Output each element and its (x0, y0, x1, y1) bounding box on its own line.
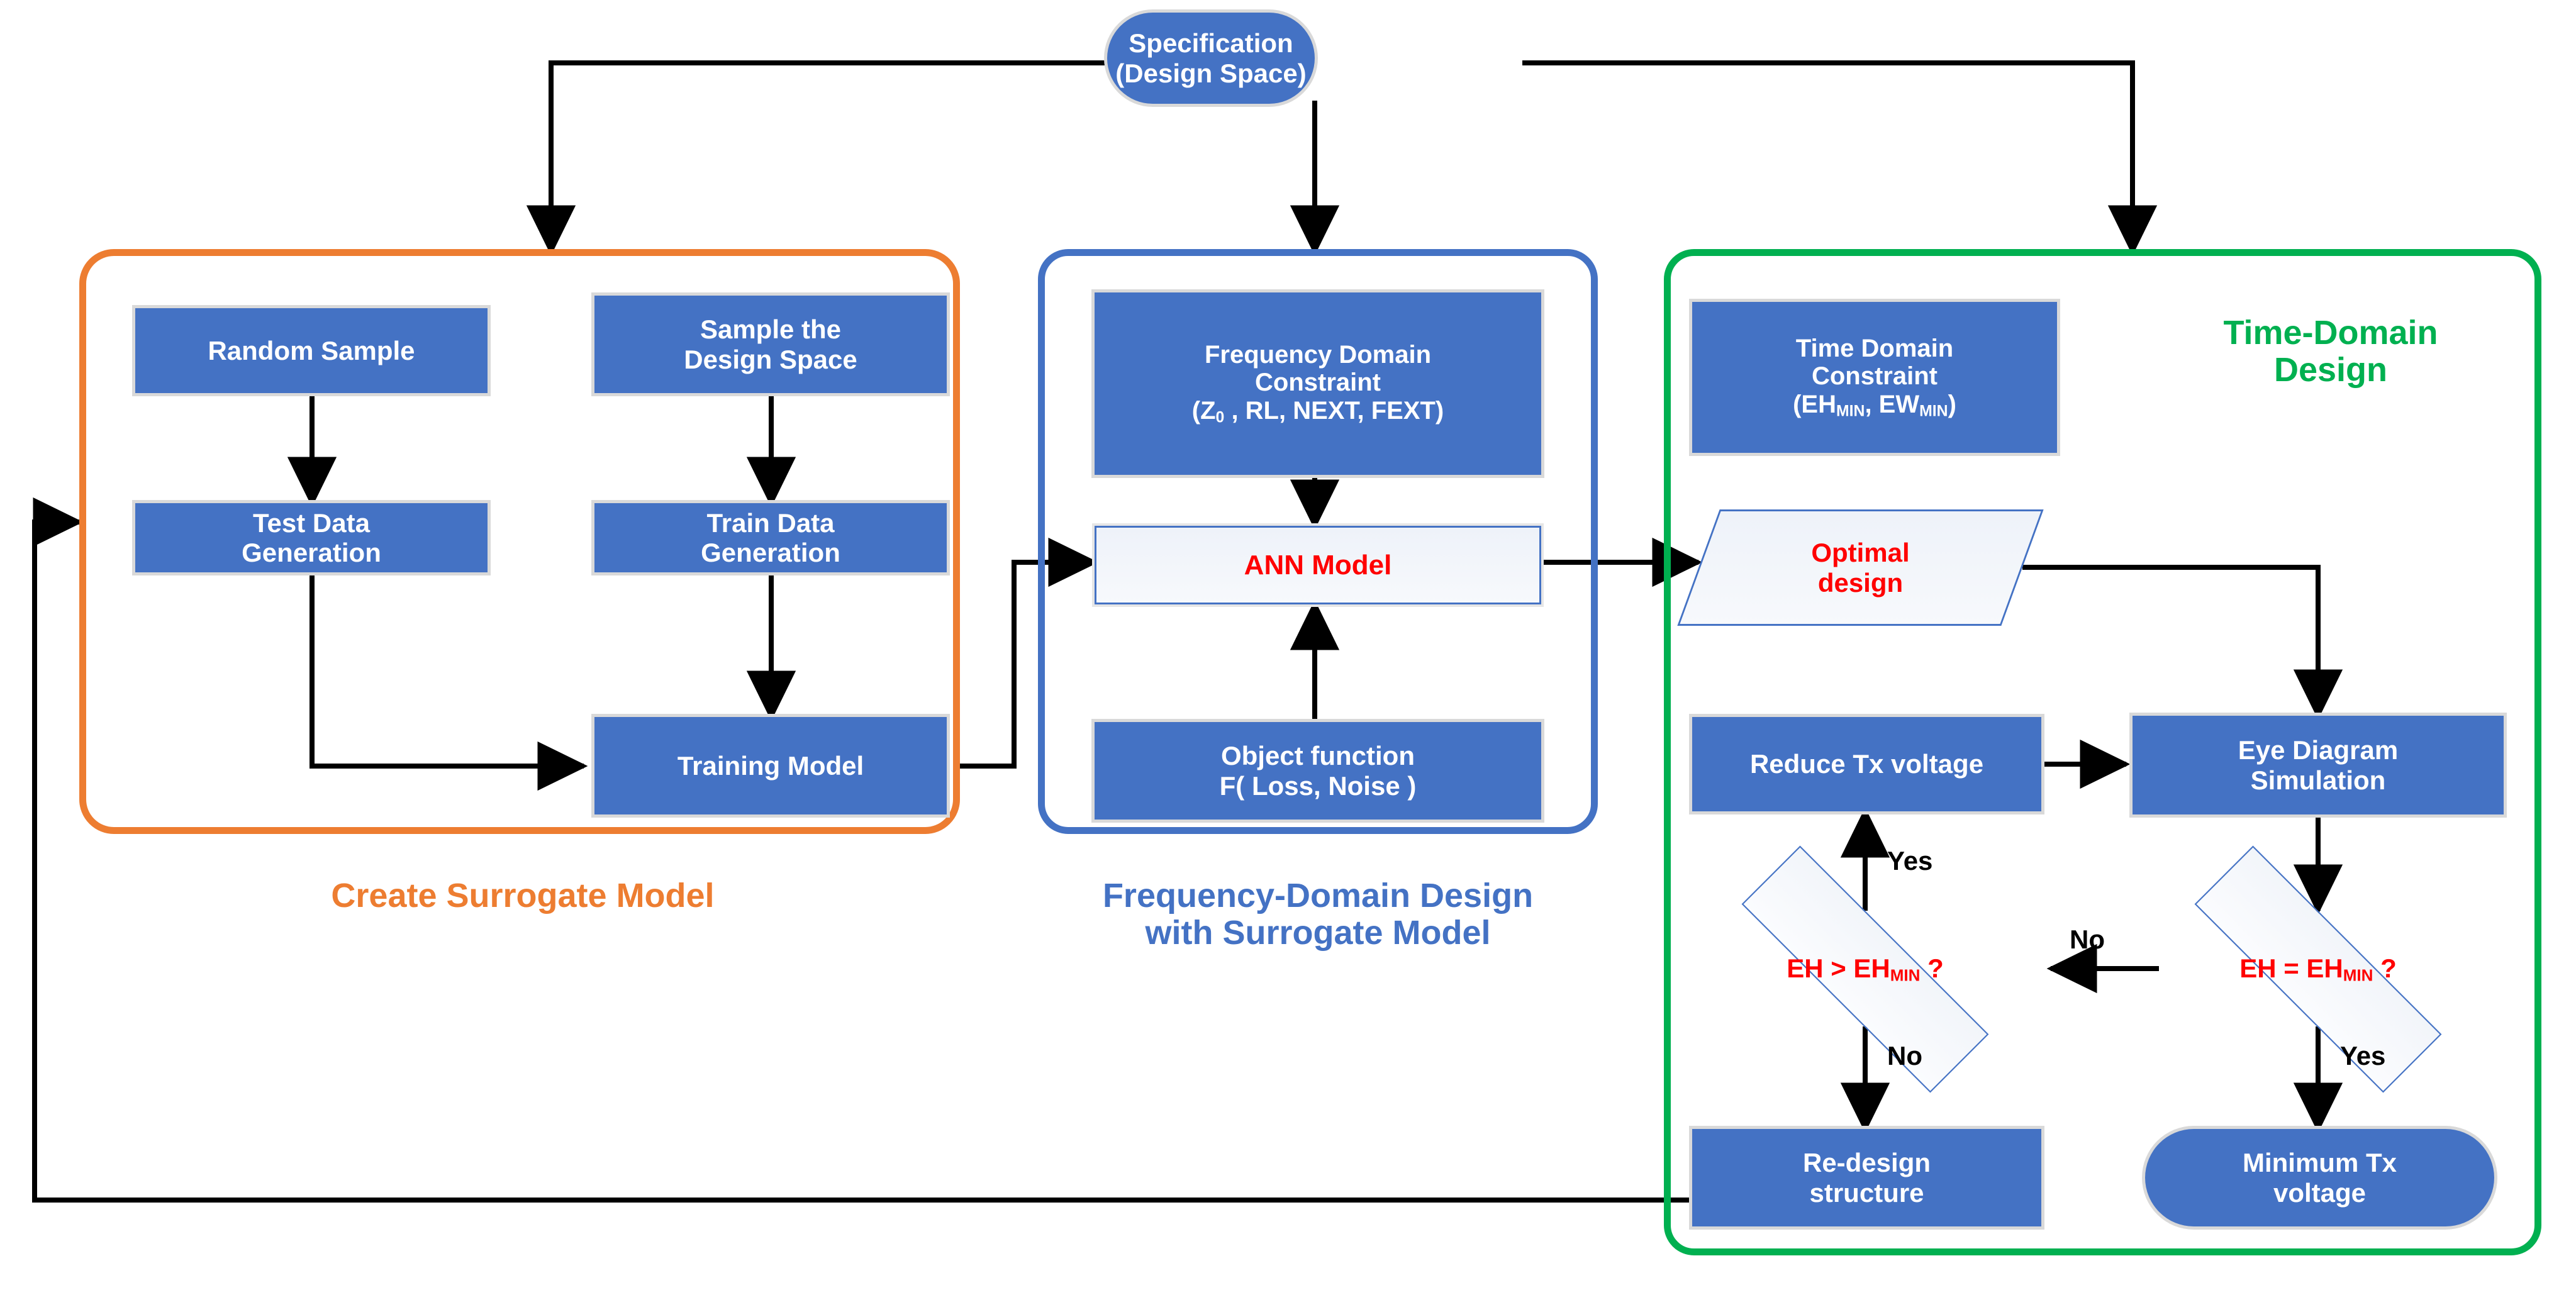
optimal-design-line2: design (1817, 567, 1904, 597)
node-eye-diagram-simulation[interactable]: Eye Diagram Simulation (2133, 716, 2504, 814)
redesign-line1: Re-design (1802, 1148, 1931, 1178)
eye-diagram-line1: Eye Diagram (2238, 735, 2399, 765)
test-data-line1: Test Data (253, 508, 370, 538)
time-constraint-ew-sub: MIN (1919, 403, 1948, 420)
edge-label-yes-left: Yes (1887, 846, 1933, 875)
node-reduce-tx-voltage[interactable]: Reduce Tx voltage (1692, 717, 2041, 811)
optimal-design-text: Optimal design (1811, 538, 1909, 597)
caption-frequency-line1: Frequency-Domain Design (1102, 877, 1534, 914)
object-function-line1: Object function (1220, 741, 1415, 771)
node-optimal-design[interactable]: Optimal design (1677, 509, 2044, 626)
node-random-sample[interactable]: Random Sample (135, 308, 488, 393)
sample-design-space-line2: Design Space (684, 344, 857, 374)
edge-spec-to-surrogate (526, 60, 1107, 256)
freq-constraint-z0-sub: 0 (1215, 409, 1225, 426)
start-specification-node[interactable]: Specification (Design Space) (1107, 13, 1315, 104)
node-sample-design-space[interactable]: Sample the Design Space (594, 296, 947, 393)
time-constraint-line1: Time Domain (1795, 334, 1954, 362)
caption-frequency-domain-design: Frequency-Domain Design with Surrogate M… (981, 877, 1654, 952)
specification-line2: (Design Space) (1115, 58, 1307, 88)
freq-constraint-line2: Constraint (1255, 369, 1381, 397)
decision-eq-sub: MIN (2343, 965, 2373, 985)
eye-diagram-line2: Simulation (2250, 765, 2386, 795)
time-constraint-eh-pre: (EH (1793, 391, 1836, 419)
decision-eq-post: ? (2373, 953, 2397, 984)
node-time-domain-constraint[interactable]: Time Domain Constraint (EHMIN, EWMIN) (1692, 302, 2057, 453)
decision-eh-equals-min[interactable]: EH = EHMIN ? (2129, 845, 2507, 1093)
caption-create-surrogate-model: Create Surrogate Model (331, 877, 715, 914)
training-model-label: Training Model (677, 750, 864, 781)
edge-spec-to-time (1522, 60, 2158, 256)
freq-constraint-rest: , RL, NEXT, FEXT) (1224, 397, 1444, 425)
decision-eq-pre: EH = EH (2239, 953, 2343, 984)
caption-time-domain-design: Time-Domain Design (2142, 314, 2519, 389)
test-data-line2: Generation (242, 538, 381, 567)
minimum-tx-line1: Minimum Tx (2242, 1148, 2397, 1178)
edge-label-no-left: No (1887, 1041, 1922, 1070)
node-train-data-generation[interactable]: Train Data Generation (594, 503, 947, 572)
minimum-tx-line2: voltage (2273, 1177, 2367, 1208)
sample-design-space-line1: Sample the (700, 314, 842, 345)
decision-gt-pre: EH > EH (1787, 953, 1890, 984)
time-constraint-line3: (EHMIN, EWMIN) (1793, 391, 1956, 420)
optimal-design-line1: Optimal (1811, 538, 1910, 568)
node-minimum-tx-voltage[interactable]: Minimum Tx voltage (2145, 1129, 2494, 1226)
ann-model-label: ANN Model (1244, 549, 1392, 581)
decision-eh-greater-than-min[interactable]: EH > EHMIN ? (1676, 845, 2054, 1093)
edge-label-yes-right: Yes (2340, 1041, 2386, 1070)
node-ann-model[interactable]: ANN Model (1095, 526, 1541, 604)
caption-time-line2: Design (2273, 351, 2388, 389)
edge-label-no-middle: No (2070, 925, 2105, 954)
decision-gt-post: ? (1920, 953, 1944, 984)
time-constraint-close: ) (1948, 391, 1956, 419)
random-sample-label: Random Sample (208, 335, 415, 365)
train-data-line1: Train Data (706, 508, 835, 538)
specification-line1: Specification (1129, 28, 1293, 58)
freq-constraint-z0-pre: (Z (1191, 397, 1216, 425)
time-constraint-eh-sub: MIN (1836, 403, 1865, 420)
freq-constraint-line1: Frequency Domain (1204, 340, 1432, 369)
caption-frequency-line2: with Surrogate Model (1145, 914, 1491, 952)
train-data-line2: Generation (701, 538, 840, 567)
decision-eq-text: EH = EHMIN ? (2239, 953, 2397, 985)
freq-constraint-line3: (Z0 , RL, NEXT, FEXT) (1192, 397, 1444, 426)
node-test-data-generation[interactable]: Test Data Generation (135, 503, 488, 572)
time-constraint-line2: Constraint (1811, 362, 1938, 391)
decision-gt-text: EH > EHMIN ? (1787, 953, 1944, 985)
reduce-tx-voltage-label: Reduce Tx voltage (1749, 749, 1984, 779)
node-frequency-domain-constraint[interactable]: Frequency Domain Constraint (Z0 , RL, NE… (1095, 292, 1541, 475)
time-constraint-ew-mid: , EW (1865, 391, 1920, 419)
redesign-line2: structure (1809, 1177, 1924, 1208)
node-training-model[interactable]: Training Model (594, 717, 947, 814)
node-object-function[interactable]: Object function F( Loss, Noise ) (1095, 722, 1541, 820)
node-redesign-structure[interactable]: Re-design structure (1692, 1129, 2041, 1226)
caption-time-line1: Time-Domain (2223, 314, 2438, 352)
object-function-line2: F( Loss, Noise ) (1219, 770, 1417, 801)
decision-gt-sub: MIN (1890, 965, 1921, 985)
